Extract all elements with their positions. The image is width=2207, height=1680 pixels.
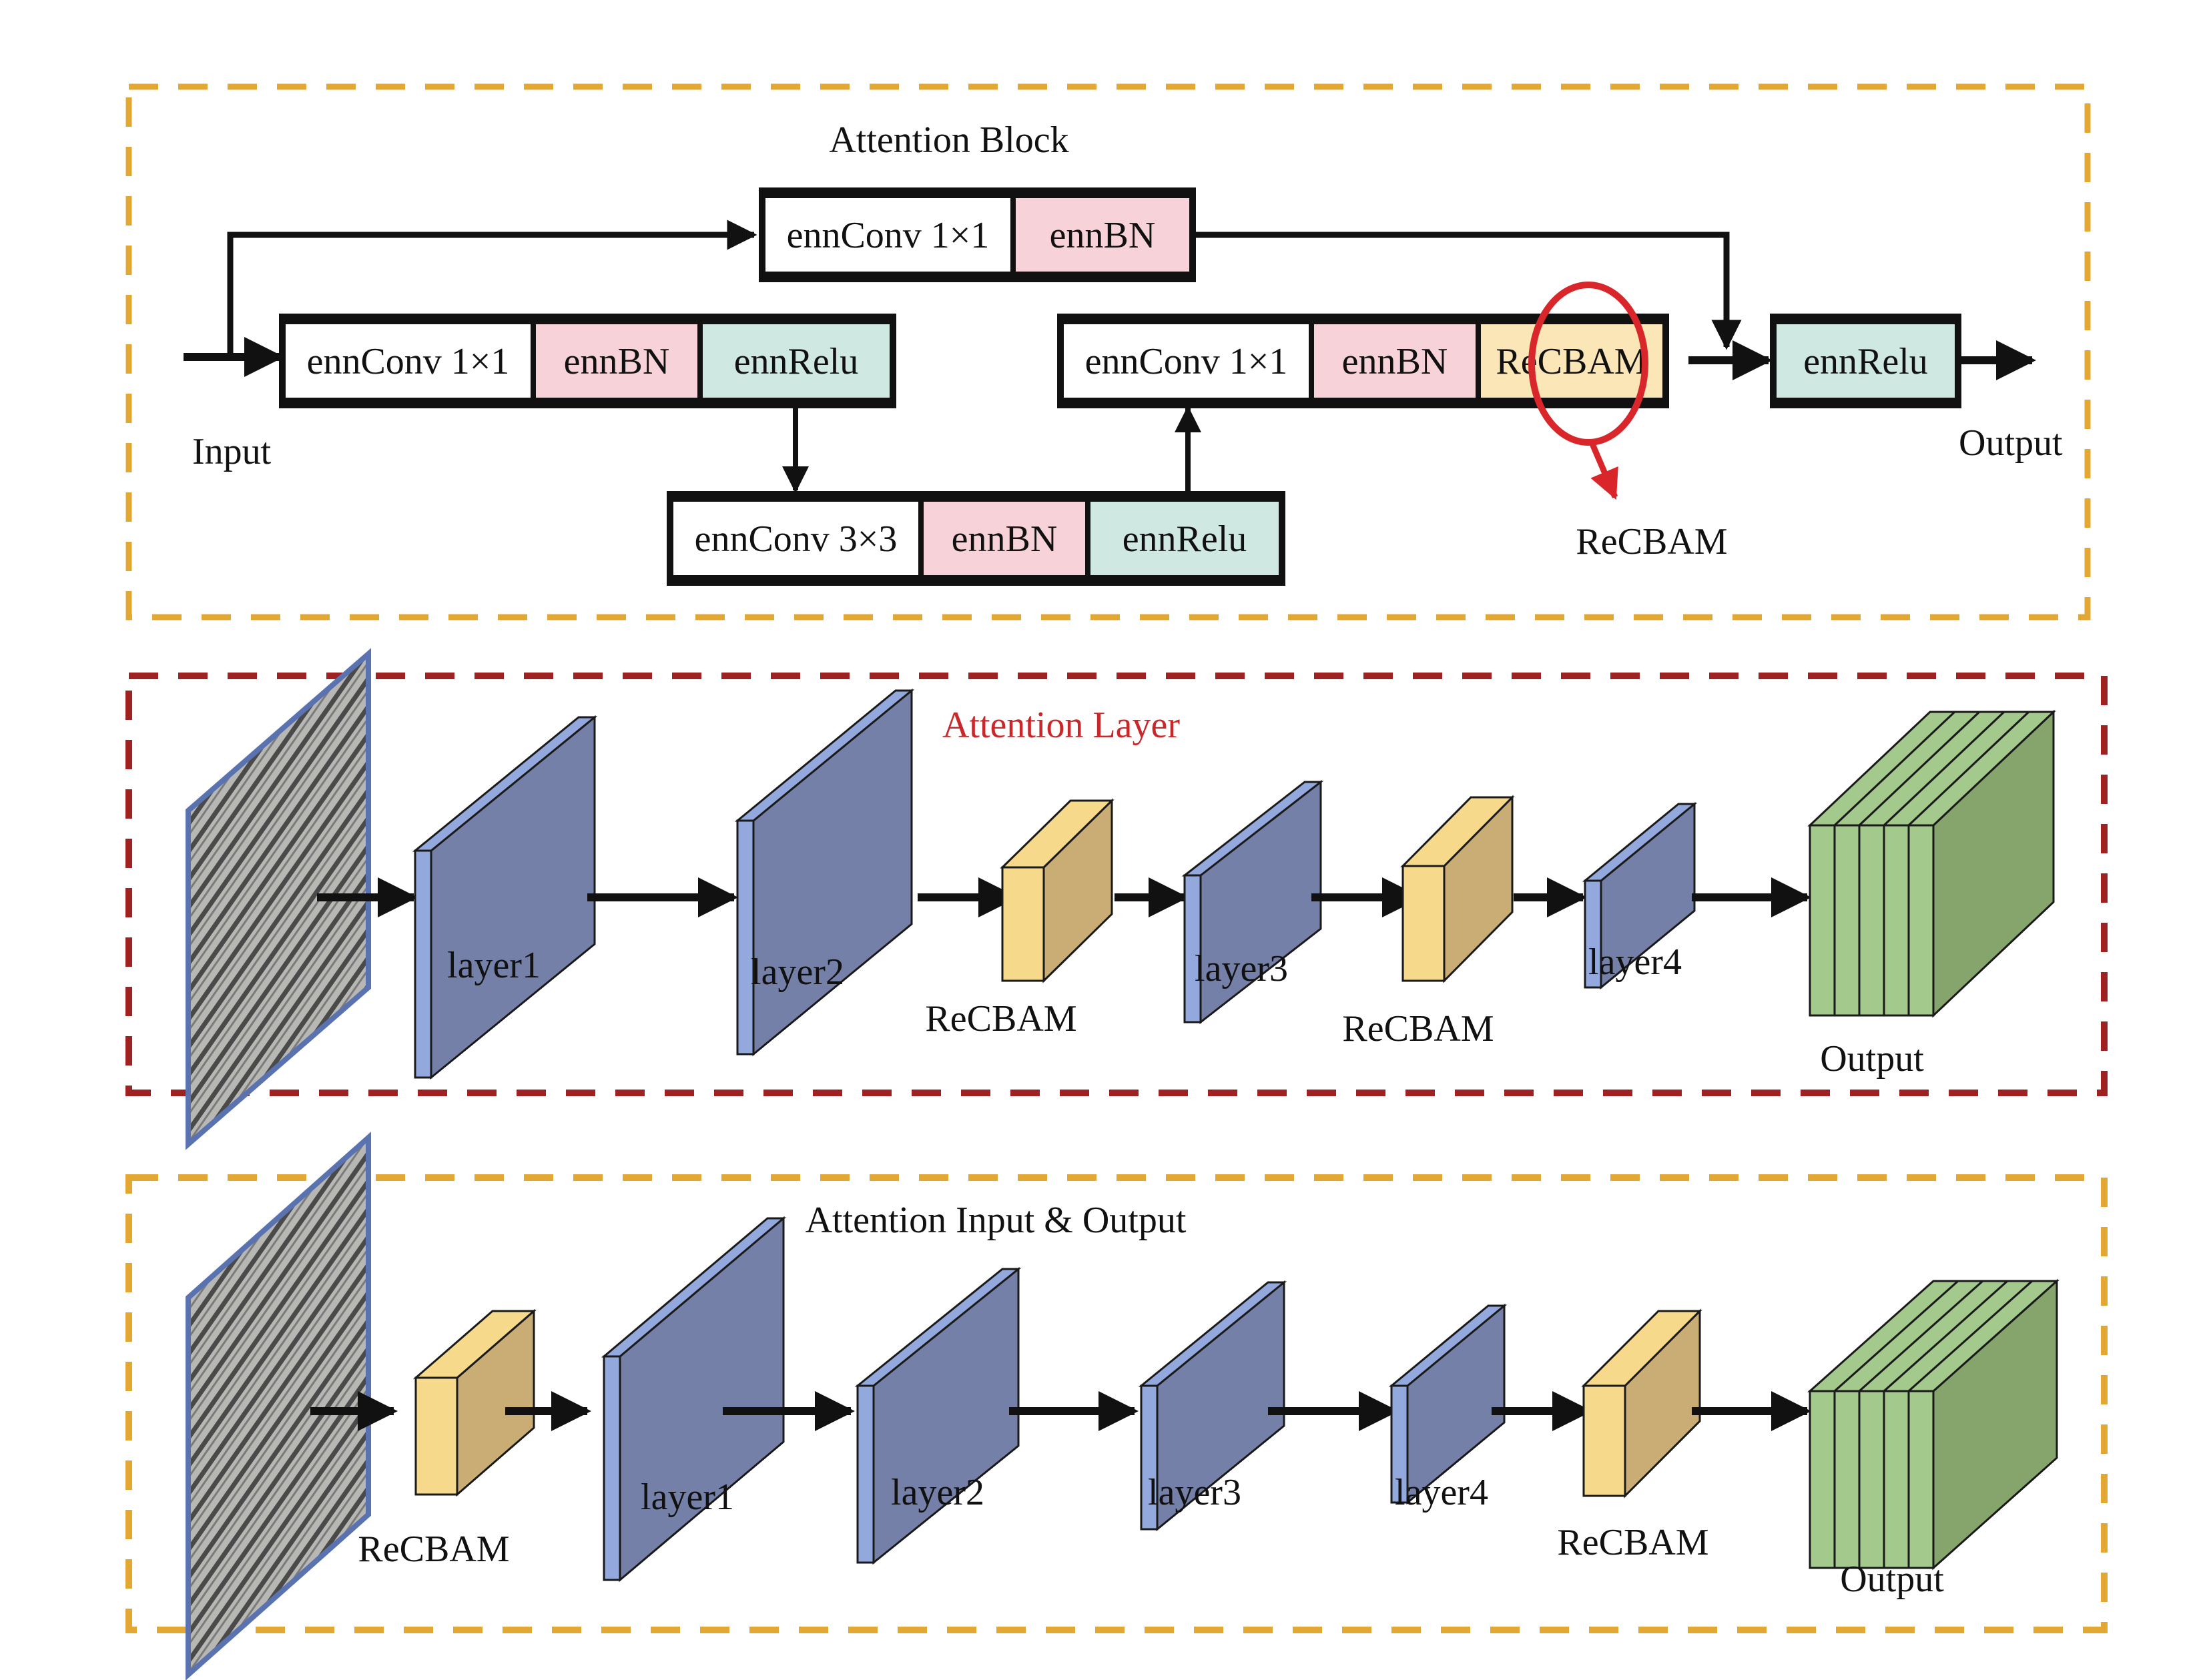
input-image: [186, 1132, 371, 1680]
module-cell-relu: [703, 324, 890, 398]
module-cell-recbam: [1481, 324, 1662, 398]
attention-io-title: Attention Input & Output: [806, 1200, 1187, 1241]
skip-branch-arrow: [227, 220, 757, 357]
layer-block: [1181, 779, 1324, 1025]
layer-block: [601, 1216, 787, 1583]
module-cell-conv: [1064, 324, 1309, 398]
layer-block: [1582, 801, 1698, 990]
module-label: ennConv 1×1: [787, 215, 990, 256]
recbam-highlight-circle: [1528, 282, 1648, 446]
stage-label: ReCBAM: [358, 1529, 509, 1570]
input-image: [186, 648, 371, 1150]
module-label: ennRelu: [1123, 518, 1247, 560]
attention-io-panel: Attention Input & Output ReCBAM layer1 lay…: [125, 1132, 2108, 1680]
stage-label: ReCBAM: [925, 998, 1076, 1039]
block-group-main-right: ennConv 1×1 ennBN ReCBAM: [1057, 314, 1669, 408]
stage-label: layer1: [641, 1477, 734, 1518]
module-cell-bn: [1016, 198, 1189, 272]
module-cell-bn: [1314, 324, 1476, 398]
recbam-block: [1400, 795, 1515, 983]
layer-block: [854, 1266, 1022, 1565]
output-stack: [1807, 709, 2056, 1018]
module-label: ennConv 1×1: [307, 341, 510, 382]
stage-label: layer1: [447, 945, 541, 986]
stage-label: layer4: [1395, 1472, 1488, 1513]
attention-block-border: [125, 83, 2091, 620]
stage-label: layer3: [1195, 948, 1288, 989]
skip-merge-arrow: [1195, 232, 1742, 350]
module-label: ennRelu: [1803, 341, 1928, 382]
output-label: Output: [1959, 422, 2063, 464]
output-stack: [1807, 1278, 2060, 1571]
stage-label: Output: [1820, 1038, 1924, 1080]
recbam-block: [412, 1308, 537, 1497]
module-label: ennBN: [564, 341, 670, 382]
layer-block: [1138, 1280, 1287, 1532]
layer-block: [734, 688, 915, 1057]
layer-block: [412, 715, 598, 1080]
block-group-skip-branch: ennConv 1×1 ennBN: [759, 187, 1196, 282]
attention-layer-title: Attention Layer: [942, 705, 1180, 746]
module-label: ennRelu: [734, 341, 859, 382]
module-label: ennConv 1×1: [1085, 341, 1288, 382]
module-cell-bn: [536, 324, 697, 398]
module-label: ennBN: [1050, 215, 1156, 256]
block-group-lower: ennConv 3×3 ennBN ennRelu: [667, 491, 1285, 586]
module-cell-conv: [765, 198, 1010, 272]
input-label: Input: [192, 431, 272, 472]
layer-block: [1388, 1303, 1508, 1505]
stage-label: layer3: [1148, 1472, 1241, 1513]
stage-label: Output: [1840, 1559, 1944, 1600]
stage-label: layer2: [751, 951, 844, 993]
recbam-block: [1000, 798, 1115, 983]
attention-block-title: Attention Block: [829, 119, 1068, 161]
stage-label: layer2: [891, 1472, 984, 1513]
module-label: ennConv 3×3: [695, 518, 898, 560]
stage-label: ReCBAM: [1557, 1522, 1708, 1563]
stage-label: layer4: [1588, 941, 1682, 983]
recbam-callout-label: ReCBAM: [1576, 521, 1727, 562]
recbam-callout-arrow: [1588, 441, 1618, 500]
module-label: ReCBAM: [1496, 341, 1647, 382]
stage-label: ReCBAM: [1342, 1008, 1494, 1049]
module-label: ennBN: [1342, 341, 1448, 382]
module-label: ennBN: [952, 518, 1058, 560]
module-cell-conv: [673, 502, 918, 575]
module-cell-conv: [286, 324, 531, 398]
attention-block-panel: Attention Block Input ennConv 1×1 ennBN e…: [125, 83, 2091, 620]
block-group-main-left: ennConv 1×1 ennBN ennRelu: [279, 314, 896, 408]
attention-io-border: [125, 1174, 2108, 1633]
module-cell-relu: [1777, 324, 1955, 398]
module-cell-relu: [1090, 502, 1279, 575]
block-group-final-relu: ennRelu: [1770, 314, 1961, 408]
recbam-block: [1581, 1308, 1702, 1499]
module-cell-bn: [924, 502, 1085, 575]
attention-layer-border: [125, 673, 2108, 1096]
